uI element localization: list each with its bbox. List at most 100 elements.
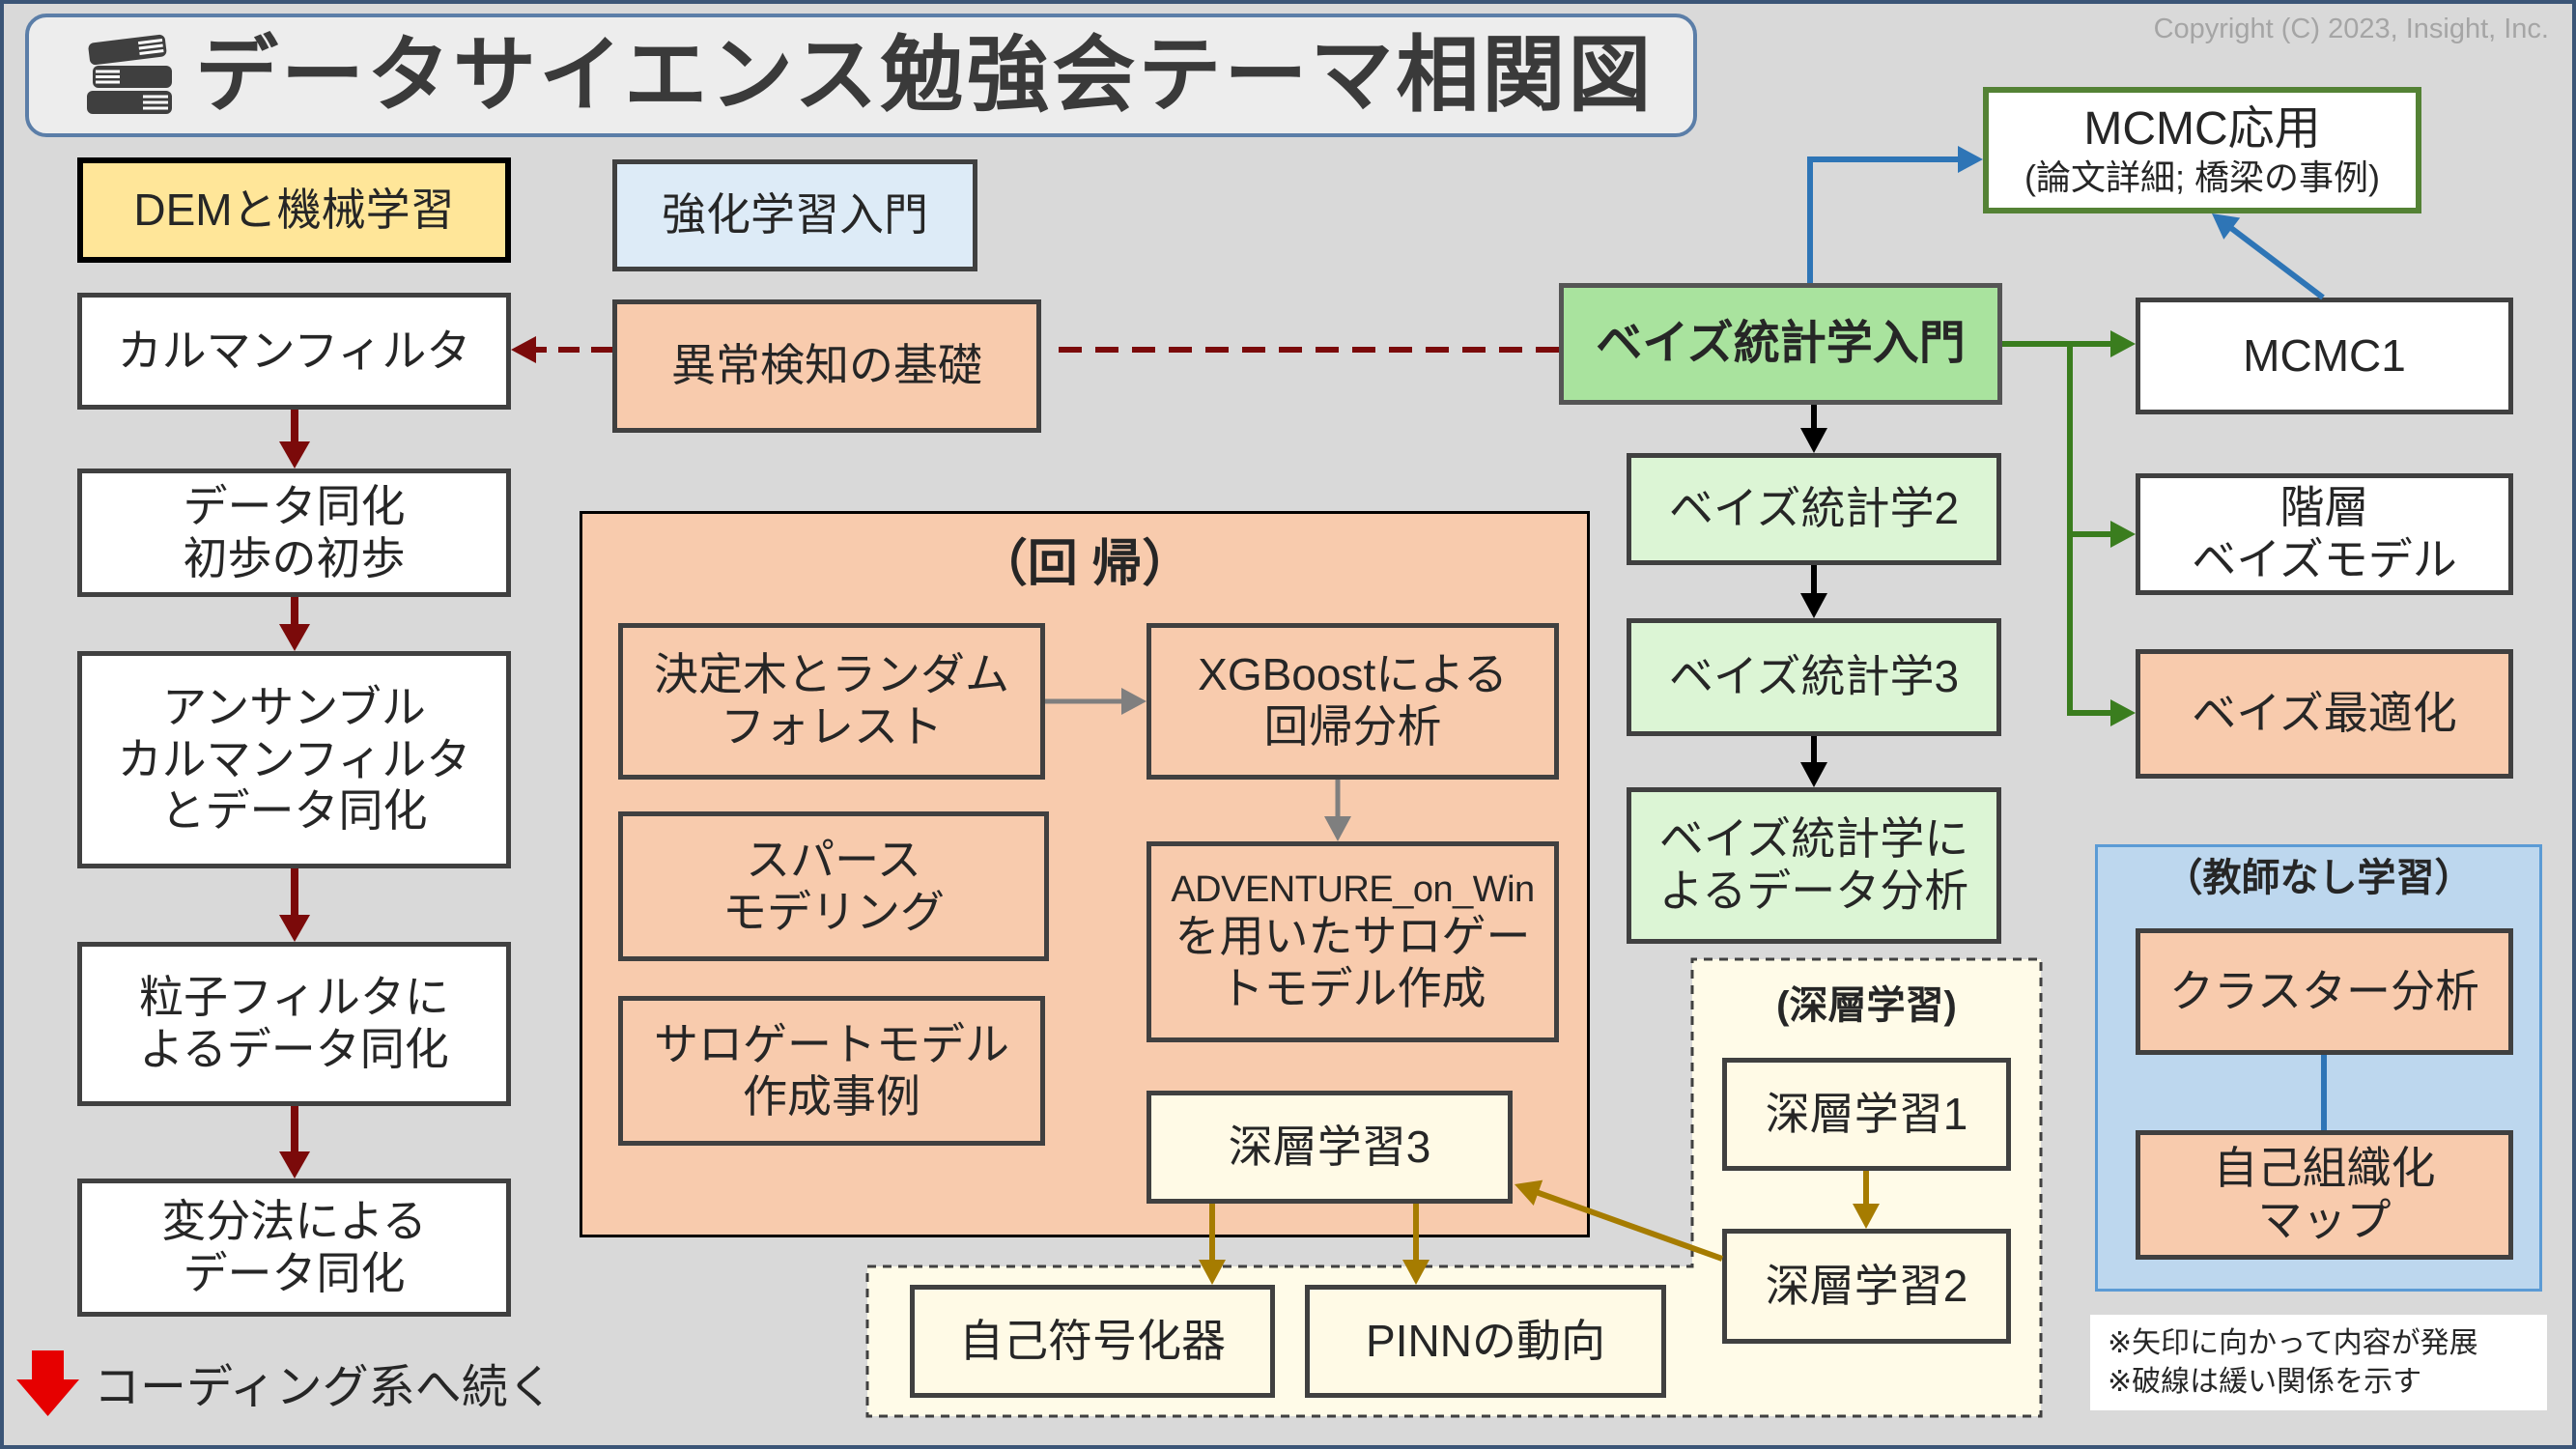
ensemble-kalman-box: アンサンブル カルマンフィルタ とデータ同化 [77,651,511,868]
deep-learning-1-box: 深層学習1 [1722,1058,2011,1171]
bayes-optimization-box: ベイズ最適化 [2136,649,2513,779]
legend-notes: ※矢印に向かって内容が発展 ※破線は緩い関係を示す [2090,1315,2547,1410]
unsupervised-group-title: （教師なし学習） [2164,857,2474,899]
box-label: DEMと機械学習 [133,184,455,235]
box-label: ベイズ最適化 [2192,688,2457,739]
box-label: よるデータ同化 [139,1024,449,1074]
arrow-bayes-intro-to-mcmc1 [2002,330,2136,357]
box-label: 作成事例 [743,1070,920,1122]
box-label: サロゲートモデル [654,1018,1009,1069]
box-label: マップ [2257,1195,2392,1245]
arrow-particle-filter-to-variational [279,1106,310,1179]
arrow-kalman-to-data-assimilation-basics [279,410,310,469]
decision-tree-box: 決定木とランダム フォレスト [618,623,1045,780]
arrow-deep-learning-1-to-2-head [1853,1204,1880,1229]
box-label: トモデル作成 [1219,963,1486,1014]
deep-learning-group-title: (深層学習) [1776,984,1957,1027]
particle-filter-box: 粒子フィルタに よるデータ同化 [77,942,511,1106]
box-label: ベイズ統計学に [1658,813,1969,865]
box-label: 深層学習2 [1765,1260,1968,1311]
arrow-data-assimilation-basics-to-ensemble-head [279,624,310,651]
dashed-arrow-anomaly-to-kalman [511,336,612,363]
box-label: を用いたサロゲー [1175,911,1531,962]
sparse-modeling-box: スパース モデリング [618,811,1049,961]
arrow-deep-learning-3-to-autoencoder-head [1199,1260,1226,1285]
arrow-particle-filter-to-variational-head [279,1151,310,1179]
red-down-arrow-icon [16,1350,79,1416]
autoencoder-box: 自己符号化器 [910,1285,1275,1398]
box-label: モデリング [722,886,945,937]
box-label: ベイズ統計学2 [1668,483,1960,534]
arrow-bayes-intro-to-mcmc1-head [2110,330,2136,357]
arrow-deep-learning-1-to-2 [1853,1171,1880,1229]
box-label: MCMC応用 [2083,103,2321,156]
anomaly-detection-box: 異常検知の基礎 [612,299,1041,433]
box-label: カルマンフィルタ [117,733,471,784]
box-label: アンサンブル [162,681,426,732]
box-label: よるデータ分析 [1658,866,1969,916]
arrow-mcmc1-to-mcmc-application [2212,213,2325,300]
box-label: ベイズモデル [2192,534,2457,584]
cluster-analysis-box: クラスター分析 [2136,928,2513,1055]
xgboost-box: XGBoostによる 回帰分析 [1146,623,1559,780]
box-label: ベイズ統計学入門 [1596,317,1966,369]
mcmc-application-box: MCMC応用 (論文詳細; 橋梁の事例) [1983,87,2421,213]
arrow-bayes-intro-to-bayes2 [1800,405,1827,453]
box-label: スパース [746,834,921,885]
box-label: 強化学習入門 [662,189,928,241]
box-label: 回帰分析 [1263,701,1442,752]
box-sublabel: (論文詳細; 橋梁の事例) [2024,156,2380,197]
box-label: 深層学習1 [1765,1088,1968,1139]
self-organizing-map-box: 自己組織化 マップ [2136,1130,2513,1260]
box-label: データ同化 [183,480,406,531]
box-label: とデータ同化 [160,785,428,837]
box-label: フォレスト [721,701,943,752]
box-label: 初歩の初歩 [183,532,406,583]
reinforcement-learning-box: 強化学習入門 [612,159,977,271]
box-label: 自己符号化器 [959,1315,1226,1366]
arrow-bayes-intro-to-bayes2-head [1800,428,1827,453]
variational-box: 変分法による データ同化 [77,1179,511,1317]
bayes-3-box: ベイズ統計学3 [1627,618,2001,736]
arrow-bayes-intro-to-optimization-head [2110,699,2136,726]
arrow-bayes-intro-to-mcmc-application-line [1807,156,1961,283]
box-label: ベイズ統計学3 [1668,651,1960,702]
bayes-intro-box: ベイズ統計学入門 [1559,283,2002,405]
box-label: 深層学習3 [1228,1121,1431,1172]
box-label: XGBoostによる [1198,649,1508,700]
note-dashed-meaning: ※破線は緩い関係を示す [2108,1365,2422,1398]
pinn-box: PINNの動向 [1305,1285,1666,1398]
copyright-text: Copyright (C) 2023, Insight, Inc. [2153,14,2549,44]
continue-to-coding-text: コーディング系へ続く [94,1362,554,1413]
surrogate-examples-box: サロゲートモデル 作成事例 [618,996,1045,1146]
arrow-kalman-to-data-assimilation-basics-head [279,441,310,469]
box-label: カルマンフィルタ [117,325,471,376]
arrow-mcmc1-to-mcmc-application-head [2212,213,2241,240]
note-arrow-meaning: ※矢印に向かって内容が発展 [2108,1326,2478,1359]
arrow-bayes-intro-to-hierarchical-head [2110,521,2136,548]
box-label: 変分法による [161,1195,427,1246]
arrow-bayes-intro-to-mcmc-application-head [1958,146,1983,173]
mcmc1-box: MCMC1 [2136,298,2513,414]
arrow-ensemble-to-particle-filter-head [279,915,310,942]
deep-learning-2-box: 深層学習2 [1722,1229,2011,1344]
kalman-filter-box: カルマンフィルタ [77,293,511,410]
hierarchical-bayes-box: 階層 ベイズモデル [2136,473,2513,595]
bayes-2-box: ベイズ統計学2 [1627,453,2001,565]
box-label: 粒子フィルタに [138,972,450,1023]
arrow-bayes3-to-bayes4 [1800,736,1827,787]
page-title: データサイエンス勉強会テーマ相関図 [195,29,1655,122]
arrow-deep-learning-3-to-pinn-head [1402,1260,1430,1285]
arrow-bayes2-to-bayes3-head [1800,593,1827,618]
box-label: 自己組織化 [2213,1143,2436,1194]
arrow-bayes3-to-bayes4-head [1800,762,1827,787]
books-icon [81,31,178,120]
bayes-data-analysis-box: ベイズ統計学に よるデータ分析 [1627,787,2001,944]
deep-learning-3-box: 深層学習3 [1146,1091,1513,1204]
regression-group-title: （回 帰） [977,536,1193,592]
arrow-bayes-intro-to-mcmc-application [1807,146,1983,283]
box-label: 階層 [2279,482,2369,533]
adventure-surrogate-box: ADVENTURE_on_Win を用いたサロゲー トモデル作成 [1146,841,1559,1042]
title-banner: データサイエンス勉強会テーマ相関図 [25,14,1697,137]
arrow-bayes-intro-to-optimization [2067,699,2136,726]
